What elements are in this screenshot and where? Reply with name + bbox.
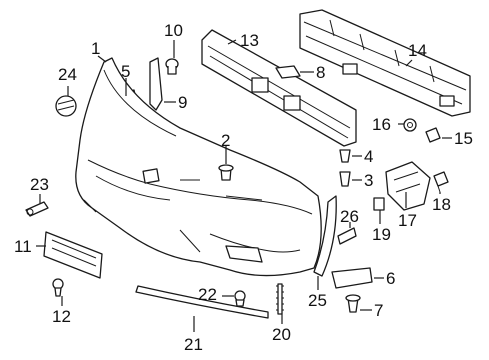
callout-3: 3 bbox=[364, 171, 373, 190]
callout-1: 1 bbox=[91, 39, 100, 58]
callout-17: 17 bbox=[398, 211, 417, 230]
part-6-bracket bbox=[331, 267, 373, 289]
part-14-reinforcement bbox=[299, 9, 471, 117]
part-9-bracket bbox=[149, 57, 163, 111]
part-4-clip bbox=[339, 149, 351, 163]
callout-15: 15 bbox=[454, 129, 473, 148]
callout-26: 26 bbox=[340, 207, 359, 226]
callout-10: 10 bbox=[164, 21, 183, 40]
part-21-lower-lip bbox=[135, 285, 269, 319]
callout-numbers: 1 2 3 4 5 6 7 8 9 10 11 12 13 14 15 16 1… bbox=[14, 21, 473, 354]
callout-4: 4 bbox=[364, 147, 373, 166]
part-19-clip bbox=[373, 197, 385, 211]
part-25-molding bbox=[313, 195, 337, 277]
part-8-clip bbox=[275, 65, 301, 79]
part-22-screw bbox=[234, 290, 246, 307]
leader-lines bbox=[36, 39, 452, 332]
part-24-emblem bbox=[55, 95, 77, 117]
callout-12: 12 bbox=[52, 307, 71, 326]
part-18-bolt bbox=[433, 171, 449, 193]
callout-2: 2 bbox=[221, 131, 230, 150]
callout-16: 16 bbox=[372, 115, 391, 134]
callout-24: 24 bbox=[58, 65, 77, 84]
callout-18: 18 bbox=[432, 195, 451, 214]
part-13-absorber bbox=[201, 29, 357, 147]
callout-11: 11 bbox=[14, 237, 32, 256]
callout-20: 20 bbox=[272, 325, 291, 344]
part-11-license-bracket bbox=[43, 231, 103, 279]
part-26-spacer bbox=[337, 227, 357, 245]
callout-22: 22 bbox=[198, 285, 217, 304]
callout-7: 7 bbox=[374, 301, 383, 320]
part-12-screw bbox=[52, 278, 64, 297]
callout-25: 25 bbox=[308, 291, 327, 310]
part-16-grommet bbox=[403, 118, 417, 132]
callout-13: 13 bbox=[240, 31, 259, 50]
part-3-clip bbox=[339, 171, 351, 187]
part-7-screw bbox=[345, 294, 361, 313]
part-20-spring bbox=[276, 283, 284, 315]
part-15-bolt bbox=[425, 127, 441, 143]
callout-23: 23 bbox=[30, 175, 49, 194]
callout-21: 21 bbox=[184, 335, 203, 354]
callout-14: 14 bbox=[408, 41, 427, 60]
callout-8: 8 bbox=[316, 63, 325, 82]
part-17-bracket bbox=[385, 161, 431, 211]
part-2-screw bbox=[218, 164, 234, 181]
callout-5: 5 bbox=[121, 62, 130, 81]
part-23-tow-hook bbox=[25, 201, 49, 217]
callout-6: 6 bbox=[386, 269, 395, 288]
part-1-bumper-cover bbox=[75, 57, 322, 277]
part-10-push-clip bbox=[165, 58, 179, 75]
callout-9: 9 bbox=[178, 93, 187, 112]
callout-19: 19 bbox=[372, 225, 391, 244]
